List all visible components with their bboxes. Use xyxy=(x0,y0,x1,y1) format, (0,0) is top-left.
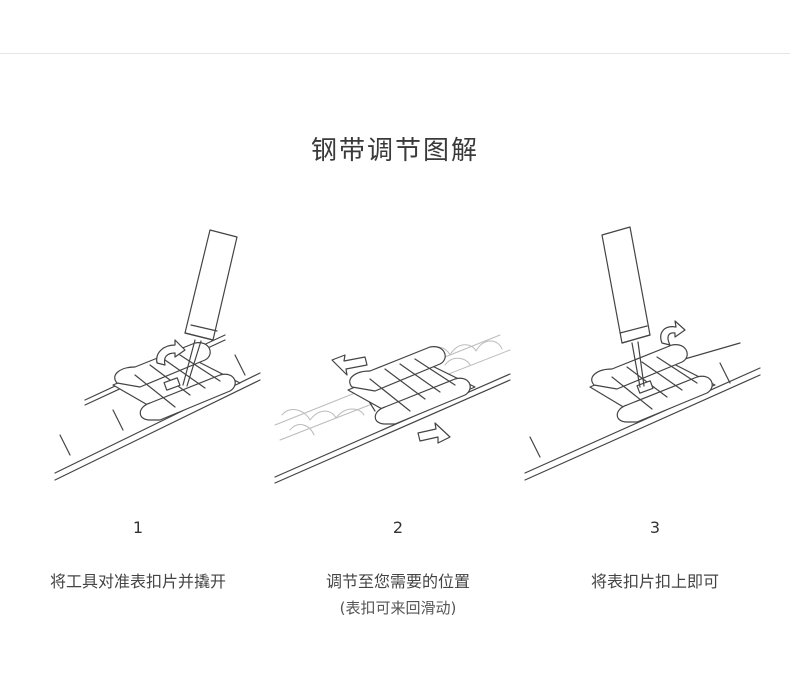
step-2-note: (表扣可来回滑动) xyxy=(339,599,457,617)
slide-left-arrow xyxy=(331,354,368,376)
tool-tip xyxy=(631,341,645,388)
step-2-caption: 调节至您需要的位置 xyxy=(325,572,470,591)
step-3-caption: 将表扣片扣上即可 xyxy=(590,572,719,591)
press-arrow xyxy=(660,320,686,346)
band-edge xyxy=(524,367,761,474)
step-3-number: 3 xyxy=(649,518,661,537)
step-2-caption-block: 调节至您需要的位置 (表扣可来回滑动) xyxy=(268,569,528,621)
step-2-illustration xyxy=(270,215,530,495)
step-1-number: 1 xyxy=(132,518,144,537)
page-title: 钢带调节图解 xyxy=(310,136,479,166)
tool-tip xyxy=(182,339,202,387)
step-1-diagram xyxy=(54,229,261,481)
step-3-diagram xyxy=(524,226,761,481)
band-edge xyxy=(54,379,261,481)
band-edge xyxy=(274,373,511,478)
step-1-caption-block: 将工具对准表扣片并撬开 xyxy=(8,569,268,595)
pry-arrow xyxy=(156,339,186,366)
step-2-diagram xyxy=(274,334,511,484)
step-1-illustration xyxy=(25,215,285,495)
tool-handle xyxy=(184,229,238,341)
step-2-number: 2 xyxy=(392,518,404,537)
step-3-illustration xyxy=(510,215,770,495)
step-3-caption-block: 将表扣片扣上即可 xyxy=(525,569,785,595)
tool-handle xyxy=(601,226,651,344)
band-edge xyxy=(274,379,511,484)
top-divider xyxy=(0,53,790,54)
band-edge xyxy=(524,374,761,481)
step-1-caption: 将工具对准表扣片并撬开 xyxy=(49,572,226,591)
slide-right-arrow xyxy=(417,422,451,444)
